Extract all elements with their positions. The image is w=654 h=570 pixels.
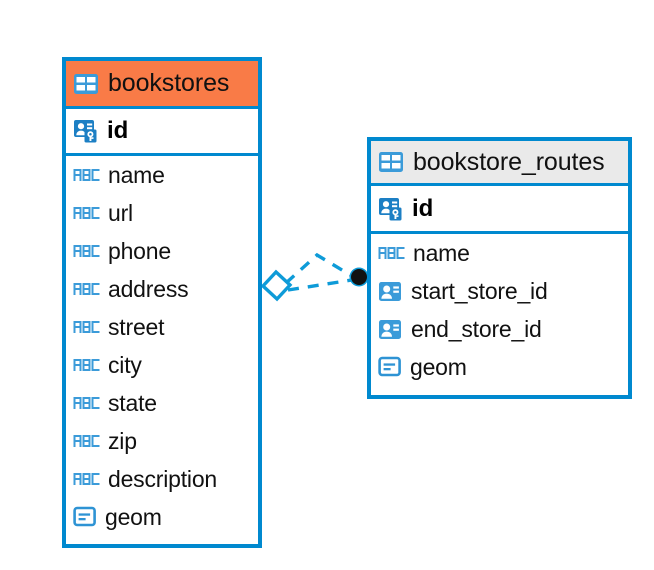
field-row-geom[interactable]: geom [66, 498, 258, 536]
field-row-name[interactable]: name [371, 234, 628, 272]
foreign-key-icon [379, 319, 401, 339]
field-label: geom [410, 353, 467, 380]
entity-title: bookstore_routes [413, 147, 605, 176]
relationship-line-upper [284, 252, 353, 285]
field-label: id [412, 194, 434, 222]
geometry-icon [73, 506, 96, 527]
field-row-start-store-id[interactable]: start_store_id [371, 272, 628, 310]
abc-text-icon [73, 435, 100, 447]
field-row-address[interactable]: address [66, 270, 258, 308]
field-label: zip [108, 427, 137, 454]
primary-key-icon [74, 120, 97, 143]
field-label: name [413, 239, 470, 266]
field-label: phone [108, 237, 171, 264]
field-row-primary-key[interactable]: id [371, 186, 628, 234]
field-label: start_store_id [411, 277, 548, 304]
table-grid-icon [379, 152, 403, 172]
entity-header[interactable]: bookstores [66, 61, 258, 109]
field-row-phone[interactable]: phone [66, 232, 258, 270]
abc-text-icon [378, 247, 405, 259]
field-row-city[interactable]: city [66, 346, 258, 384]
abc-text-icon [73, 473, 100, 485]
geometry-icon [378, 356, 401, 377]
primary-key-icon [379, 197, 402, 220]
abc-text-icon [73, 397, 100, 409]
abc-text-icon [73, 359, 100, 371]
filled-circle-marker [349, 267, 369, 287]
field-row-zip[interactable]: zip [66, 422, 258, 460]
entity-table-bookstore-routes[interactable]: bookstore_routes id [367, 137, 632, 399]
abc-text-icon [73, 321, 100, 333]
entity-header[interactable]: bookstore_routes [371, 141, 628, 186]
field-label: url [108, 199, 133, 226]
relationship-line-lower [287, 278, 353, 292]
entity-table-bookstores[interactable]: bookstores id [62, 57, 262, 548]
table-grid-icon [74, 73, 98, 94]
abc-text-icon [73, 169, 100, 181]
field-label: end_store_id [411, 315, 542, 342]
field-label: city [108, 351, 142, 378]
field-label: description [108, 465, 218, 492]
foreign-key-icon [379, 281, 401, 301]
field-row-geom[interactable]: geom [371, 348, 628, 386]
field-row-primary-key[interactable]: id [66, 109, 258, 156]
abc-text-icon [73, 283, 100, 295]
abc-text-icon [73, 245, 100, 257]
field-label: address [108, 275, 189, 302]
field-row-state[interactable]: state [66, 384, 258, 422]
diamond-marker [260, 269, 293, 302]
field-row-end-store-id[interactable]: end_store_id [371, 310, 628, 348]
abc-text-icon [73, 207, 100, 219]
field-label: name [108, 161, 165, 188]
field-label: state [108, 389, 157, 416]
field-row-description[interactable]: description [66, 460, 258, 498]
field-row-name[interactable]: name [66, 156, 258, 194]
entity-title: bookstores [108, 69, 230, 97]
field-label: street [108, 313, 165, 340]
field-row-url[interactable]: url [66, 194, 258, 232]
field-label: geom [105, 503, 162, 530]
field-row-street[interactable]: street [66, 308, 258, 346]
field-label: id [107, 117, 129, 144]
